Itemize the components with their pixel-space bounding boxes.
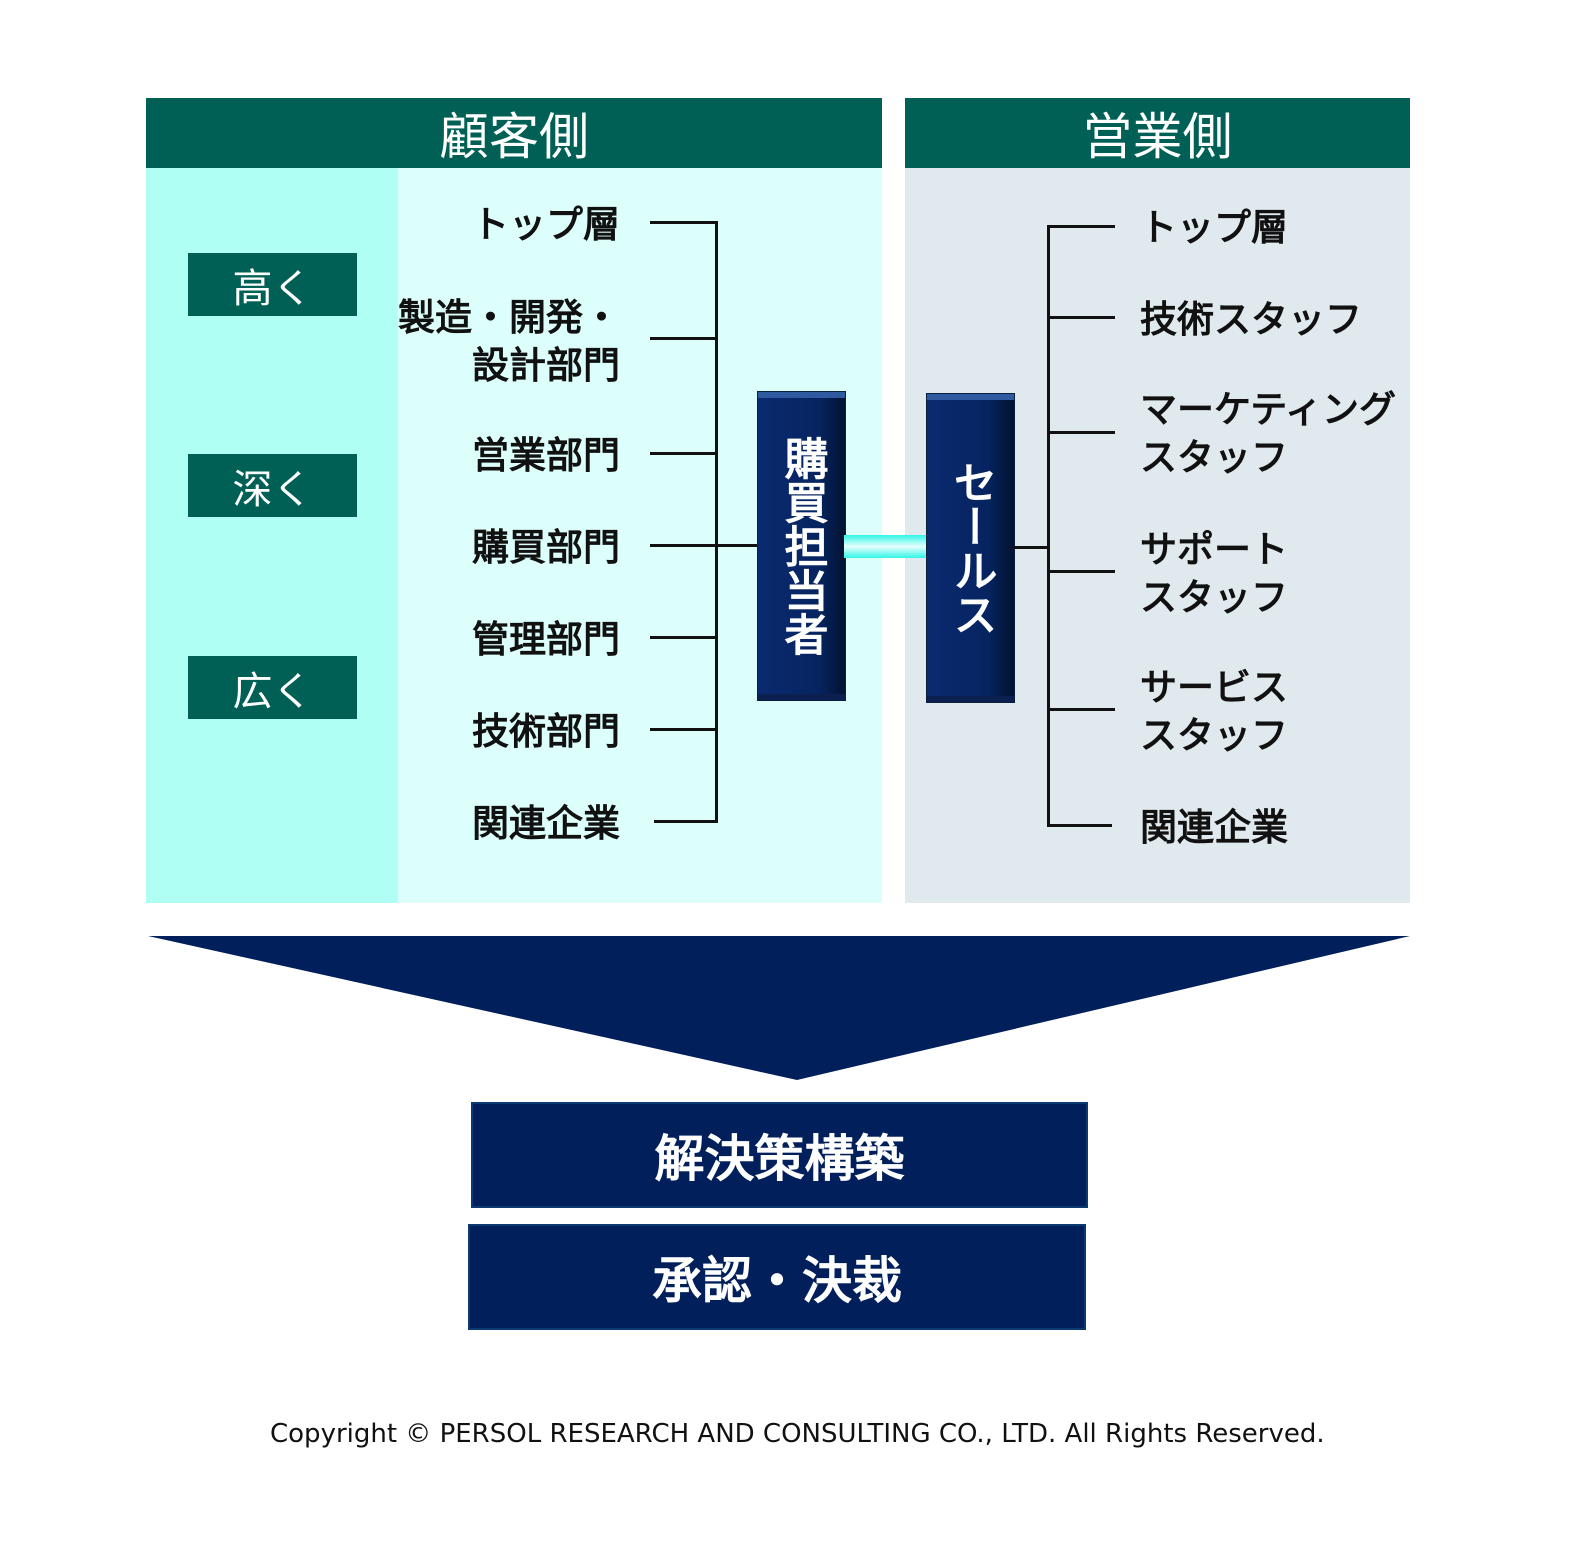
purchasing-contact-box: 購買担当者 xyxy=(757,391,846,701)
level-high: 高く xyxy=(188,253,357,316)
level-wide: 広く xyxy=(188,656,357,719)
link-bar xyxy=(844,535,928,558)
customer-item: 管理部門 xyxy=(472,618,620,661)
customer-item: 購買部門 xyxy=(472,526,620,569)
sales-item: マーケティング スタッフ xyxy=(1140,388,1397,479)
sales-item: 技術スタッフ xyxy=(1140,298,1362,341)
sales-header: 営業側 xyxy=(905,98,1410,168)
copyright: Copyright © PERSOL RESEARCH AND CONSULTI… xyxy=(270,1419,1325,1449)
connector-line xyxy=(650,728,718,731)
connector-line xyxy=(650,636,718,639)
connector-line xyxy=(1047,431,1115,434)
connector-line xyxy=(1047,570,1115,573)
sales-item: 関連企業 xyxy=(1140,806,1288,849)
connector-line xyxy=(1047,225,1050,827)
customer-header: 顧客側 xyxy=(146,98,882,168)
connector-line xyxy=(650,544,757,547)
customer-item: トップ層 xyxy=(472,203,620,246)
sales-item: サポート スタッフ xyxy=(1140,528,1288,619)
customer-item: 営業部門 xyxy=(472,434,620,477)
level-deep: 深く xyxy=(188,454,357,517)
connector-line xyxy=(650,452,718,455)
connector-line xyxy=(715,221,718,823)
approval-decision-box: 承認・決裁 xyxy=(468,1224,1086,1330)
connector-line xyxy=(650,337,718,340)
sales-item: トップ層 xyxy=(1140,206,1288,249)
customer-item: 技術部門 xyxy=(472,710,620,753)
connector-line xyxy=(1047,708,1115,711)
connector-line xyxy=(654,820,718,823)
customer-item: 関連企業 xyxy=(472,802,620,845)
solution-building-box: 解決策構築 xyxy=(471,1102,1088,1208)
connector-line xyxy=(1047,316,1115,319)
down-arrow xyxy=(148,936,1410,1080)
customer-item: 製造・開発・ 設計部門 xyxy=(398,296,620,387)
sales-item: サービス スタッフ xyxy=(1140,666,1288,757)
connector-line xyxy=(1047,225,1115,228)
connector-line xyxy=(1013,546,1049,549)
sales-contact-box: セールス xyxy=(926,393,1015,703)
connector-line xyxy=(1047,824,1112,827)
connector-line xyxy=(650,221,718,224)
